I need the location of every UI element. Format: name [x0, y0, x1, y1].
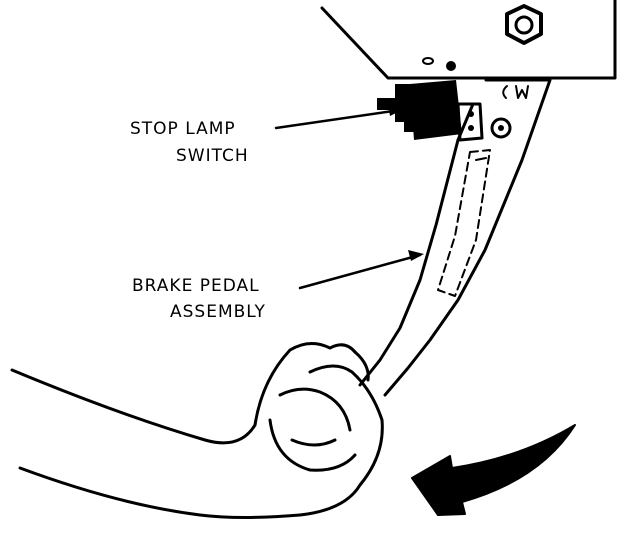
brake-pedal-assembly-label-line2: ASSEMBLY: [170, 302, 266, 322]
brake-pedal-assembly: [358, 78, 552, 397]
stop-lamp-switch-leader: [274, 108, 402, 130]
brake-pedal-assembly-label-line1: BRAKE PEDAL: [132, 276, 260, 296]
stop-lamp-switch-label-line1: STOP LAMP: [130, 119, 236, 139]
bracket-fastener: [422, 57, 434, 65]
hex-nut: [505, 4, 543, 45]
bracket-fastener: [446, 61, 456, 71]
hand: [10, 342, 384, 519]
brake-pedal-leader: [298, 253, 422, 290]
curved-arrow-icon: [411, 424, 576, 516]
stop-lamp-switch-label-line2: SWITCH: [176, 146, 249, 166]
stop-lamp-switch: [377, 80, 484, 142]
mounting-bracket: [320, 0, 617, 80]
